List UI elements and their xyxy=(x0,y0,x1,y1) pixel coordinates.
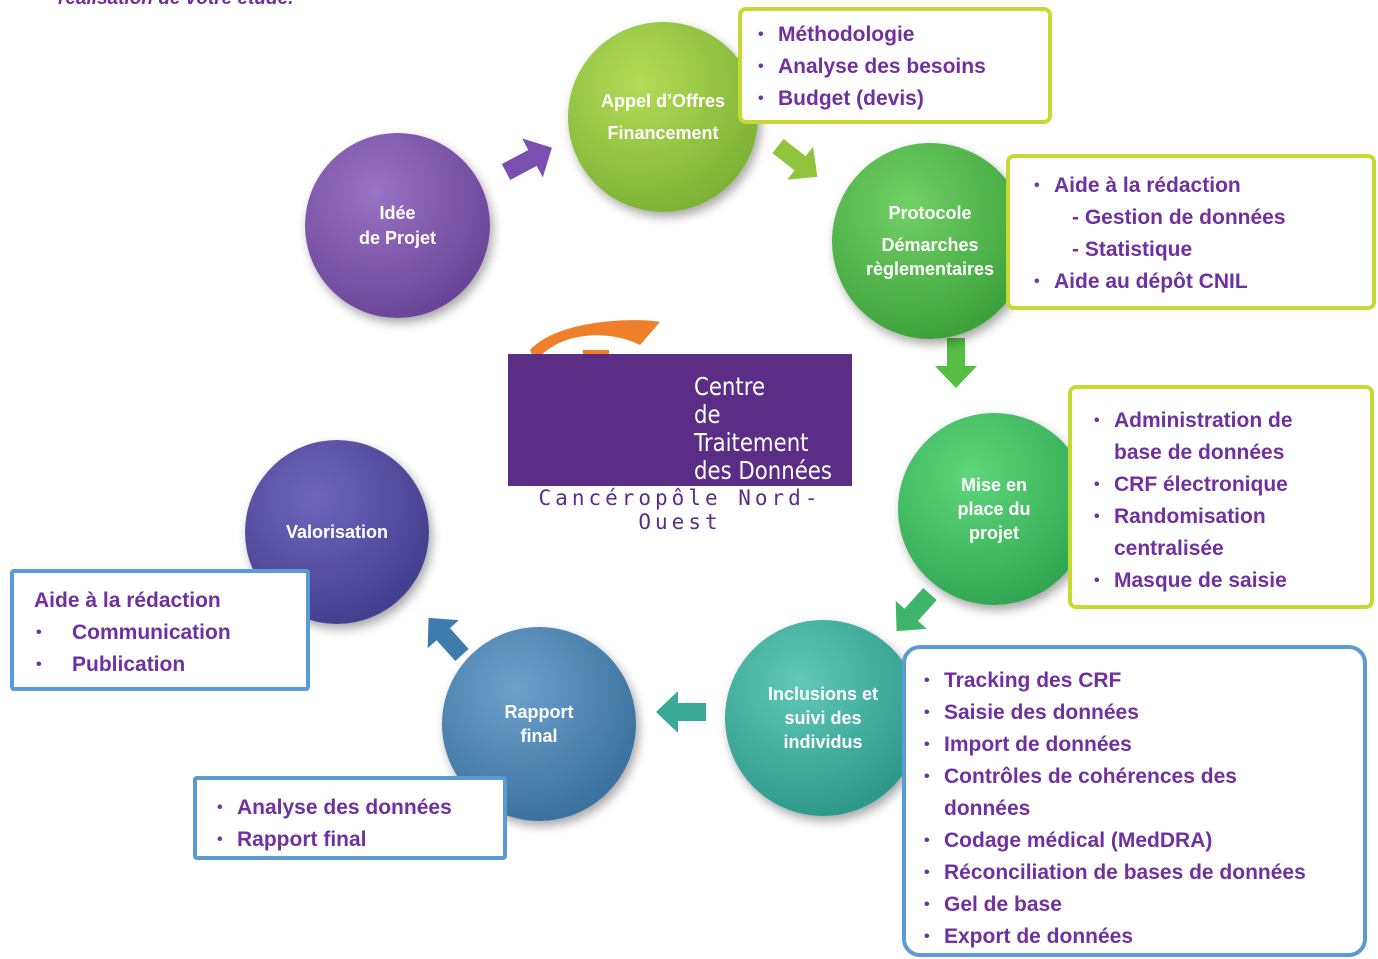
step-valorisation-line1: Valorisation xyxy=(285,521,389,542)
list-item: •Export de données xyxy=(924,925,1134,948)
arrow-idee-to-appel-icon xyxy=(501,138,552,180)
step-idee-circle[interactable]: Idée de Projet xyxy=(305,133,490,318)
logo: Centre de Traitement des Données Cancéro… xyxy=(494,318,866,534)
list-item: •Analyse des données xyxy=(217,796,452,819)
list-item: •Méthodologie xyxy=(758,23,915,46)
box-inclusions: •Tracking des CRF •Saisie des données •I… xyxy=(902,645,1367,957)
list-item: •CRF électronique xyxy=(1094,473,1288,496)
list-item: •Rapport final xyxy=(217,828,367,851)
header-note: réalisation de votre étude. xyxy=(58,0,293,10)
box-rapport: •Analyse des données •Rapport final xyxy=(193,776,507,860)
step-protocole-line3: règlementaires xyxy=(865,259,995,280)
list-item: Aide à la rédaction xyxy=(34,589,221,612)
list-item: •Publication xyxy=(36,653,186,676)
list-item: •Tracking des CRF xyxy=(924,669,1122,692)
step-rapport-line2: final xyxy=(520,726,558,746)
arrow-mise-to-inclusions-icon xyxy=(895,587,937,632)
list-item: •Codage médical (MedDRA) xyxy=(924,829,1213,852)
step-mise-line2: place du xyxy=(957,498,1031,519)
step-protocole-line1: Protocole xyxy=(888,202,972,223)
box-valorisation: Aide à la rédaction •Communication •Publ… xyxy=(10,569,310,691)
arrow-rapport-to-valorisation-icon xyxy=(427,617,469,662)
list-item: données xyxy=(944,797,1031,820)
step-protocole-line2: Démarches xyxy=(881,234,979,255)
list-item: •Randomisation xyxy=(1094,505,1266,528)
list-item: •Analyse des besoins xyxy=(758,55,986,78)
step-rapport-line1: Rapport xyxy=(504,701,574,722)
box-protocole: •Aide à la rédaction - Gestion de donnée… xyxy=(1006,154,1376,310)
arrow-protocole-to-mise-icon xyxy=(935,338,977,388)
list-item: •Import de données xyxy=(924,733,1132,756)
list-item: •Masque de saisie xyxy=(1094,569,1287,592)
logo-line3: des Données xyxy=(694,456,832,485)
list-item: •Aide au dépôt CNIL xyxy=(1034,270,1248,293)
step-appel-line1: Appel d’Offres xyxy=(600,90,725,111)
box-mise: •Administration de base de données •CRF … xyxy=(1068,385,1374,609)
step-mise-circle[interactable]: Mise en place du projet xyxy=(898,413,1090,605)
step-appel-line2: Financement xyxy=(607,123,719,143)
arrow-appel-to-protocole-icon xyxy=(772,138,818,180)
step-mise-line1: Mise en xyxy=(960,474,1028,495)
list-item: base de données xyxy=(1114,441,1285,464)
logo-panel xyxy=(508,354,852,486)
list-item: •Communication xyxy=(36,621,231,644)
logo-line1: Centre xyxy=(694,372,766,401)
box-appel: •Méthodologie •Analyse des besoins •Budg… xyxy=(738,7,1052,124)
step-appel-circle[interactable]: Appel d’Offres Financement xyxy=(568,22,758,212)
step-inclusions-line2: suivi des xyxy=(784,707,862,728)
list-item: •Saisie des données xyxy=(924,701,1139,724)
logo-line2: de Traitement xyxy=(694,400,809,457)
arrow-inclusions-to-rapport-icon xyxy=(656,691,706,733)
step-idee-line1: Idée xyxy=(379,203,416,224)
step-idee-line2: de Projet xyxy=(358,227,437,248)
step-protocole-circle[interactable]: Protocole Démarches règlementaires xyxy=(832,143,1028,339)
list-item: •Contrôles de cohérences des xyxy=(924,765,1237,788)
list-item: •Administration de xyxy=(1094,409,1293,432)
logo-subtitle: Cancéropôle Nord-Ouest xyxy=(538,486,822,534)
step-inclusions-line3: individus xyxy=(783,732,863,753)
list-item: centralisée xyxy=(1114,537,1224,560)
list-item: •Gel de base xyxy=(924,893,1062,916)
list-item: - Statistique xyxy=(1072,238,1193,261)
step-inclusions-circle[interactable]: Inclusions et suivi des individus xyxy=(725,620,921,816)
list-item: •Réconciliation de bases de données xyxy=(924,861,1306,884)
list-item: •Budget (devis) xyxy=(758,87,924,110)
list-item: - Gestion de données xyxy=(1072,206,1286,229)
logo-text: Centre de Traitement des Données xyxy=(694,373,840,485)
step-rapport-circle[interactable]: Rapport final xyxy=(442,627,636,821)
step-mise-line3: projet xyxy=(968,523,1019,544)
list-item: •Aide à la rédaction xyxy=(1034,174,1241,197)
step-inclusions-line1: Inclusions et xyxy=(767,683,879,704)
